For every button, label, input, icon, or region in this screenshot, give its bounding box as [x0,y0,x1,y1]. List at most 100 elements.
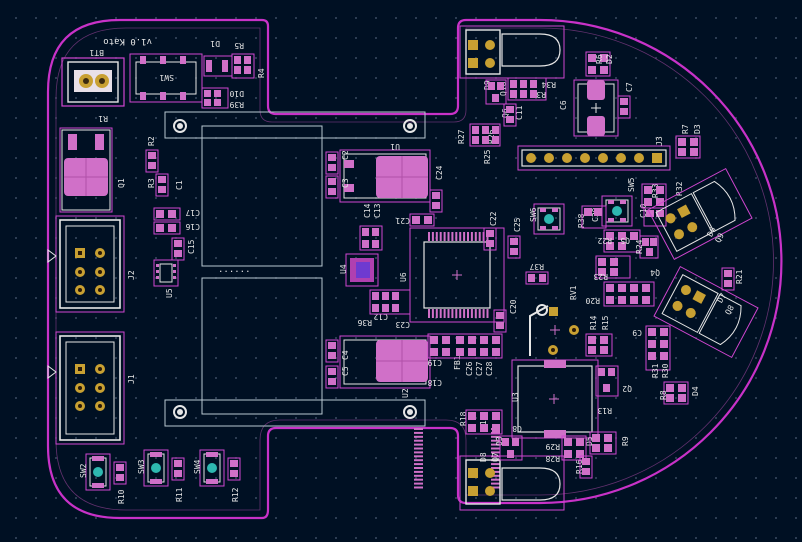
module-outline-top [164,111,426,267]
u6-pin-pad [414,470,423,473]
label-FB1: FB1 [453,355,462,370]
label-R14: R14 [589,315,598,330]
label-R6: R6 [595,54,604,64]
u6-pin-pad [414,443,423,446]
label-C12: C12 [373,312,388,321]
label-R25: R25 [483,149,492,164]
label-U2: U2 [401,388,410,398]
label-R32: R32 [675,181,684,196]
u6-pin-pad [491,447,500,450]
parts-Q2-R13 [595,365,619,397]
label-R31: R31 [651,363,660,378]
label-R10: R10 [117,489,126,504]
u6-pin-pad [491,431,500,434]
label-dots: ...... [218,265,251,275]
motor-connector-bottom [459,455,565,511]
u6-pin-pad [439,309,442,318]
u6-pin-pad [414,467,423,469]
u6-pin-pad [447,232,450,241]
parts-D1-R5-R4 [201,53,255,109]
label-R21: R21 [735,269,744,284]
label-SW3: SW3 [137,459,146,474]
label-R29: R29 [545,442,560,451]
resistors-R10-R11-R12 [113,457,241,485]
label-SW4: SW4 [193,459,202,474]
label-J2: J2 [127,270,136,280]
u6-pin-pad [414,455,423,458]
button-SW6 [533,203,565,235]
label-C2: C2 [341,150,350,160]
label-R27: R27 [457,129,466,144]
parts-R6-D2-C6-C7 [573,51,631,137]
label-Q1: Q1 [117,178,126,188]
label-C9: C9 [632,328,642,337]
label-C1: C1 [175,180,184,190]
switch-SW1 [129,53,203,103]
u6-pin-pad [455,232,458,241]
connector-J2 [47,215,125,313]
parts-R7-D3 [675,135,701,159]
label-U4: U4 [339,264,348,274]
label-R23: R23 [593,272,608,281]
label-R9: R9 [621,436,630,446]
label-D10: D10 [229,89,244,98]
label-C17: C17 [185,208,200,217]
u6-pin-pad [414,478,423,481]
label-R28: R28 [545,454,560,463]
u6-pin-pad [478,232,481,241]
transistor-Q1 [59,127,113,213]
label-RV1: RV1 [569,285,578,300]
u6-pin-pad [414,431,423,434]
button-SW5 [601,195,633,227]
label-R8: R8 [659,390,668,400]
label-C19: C19 [427,358,442,367]
label-R26: R26 [487,129,496,144]
u6-pin-pad [447,309,450,318]
caps-around-U6 [427,227,521,359]
u6-pin-pad [491,451,500,454]
parts-C9-R31-R30 [645,325,689,405]
parts-R2-R3-C1 [145,149,169,197]
u6-pin-pad [414,474,423,477]
label-R20: R20 [585,296,600,305]
u6-pin-pad [459,232,462,241]
u6-pin-pad [463,309,466,318]
label-R18: R18 [459,411,468,426]
label-U1: U1 [390,142,400,151]
label-C7: C7 [625,82,634,92]
u6-pin-pad [491,478,500,481]
caps-C2-C3-C24 [325,151,443,213]
label-C14: C14 [363,203,372,218]
u6-pin-pad [414,459,423,462]
u6-pin-pad [431,309,434,318]
u6-pin-pad [414,463,423,466]
label-R1: R1 [98,114,108,123]
u6-pin-pad [491,439,500,442]
header-J3 [517,145,671,171]
u6-pin-pad [491,486,500,489]
label-C6: C6 [559,100,568,110]
label-D4: D4 [691,386,700,396]
u6-pin-pad [459,309,462,318]
label-Q6: Q6 [501,108,510,118]
u6-pin-pad [435,309,438,318]
label-R5: R5 [234,41,244,50]
label-SW1: SW1 [159,73,174,82]
label-C22: C22 [489,211,498,226]
label-Q9: Q9 [713,231,726,244]
u6-pin-pad [414,486,423,489]
u6-pin-pad [491,463,500,466]
u6-pin-pad [467,309,469,318]
label-R34: R34 [541,80,556,89]
u6-pin-pad [431,232,434,241]
parts-bottom-motor-drivers [465,409,617,479]
sensor-Q9-D6 [647,167,753,261]
label-C26: C26 [465,361,474,376]
label-SW2: SW2 [79,463,88,478]
u6-pin-pad [414,482,423,485]
label-Q7: Q7 [491,452,500,462]
u6-pin-pad [443,232,446,241]
board-edge-outline [46,18,783,520]
u6-pin-pad [451,232,454,241]
u6-pin-pad [482,309,485,318]
